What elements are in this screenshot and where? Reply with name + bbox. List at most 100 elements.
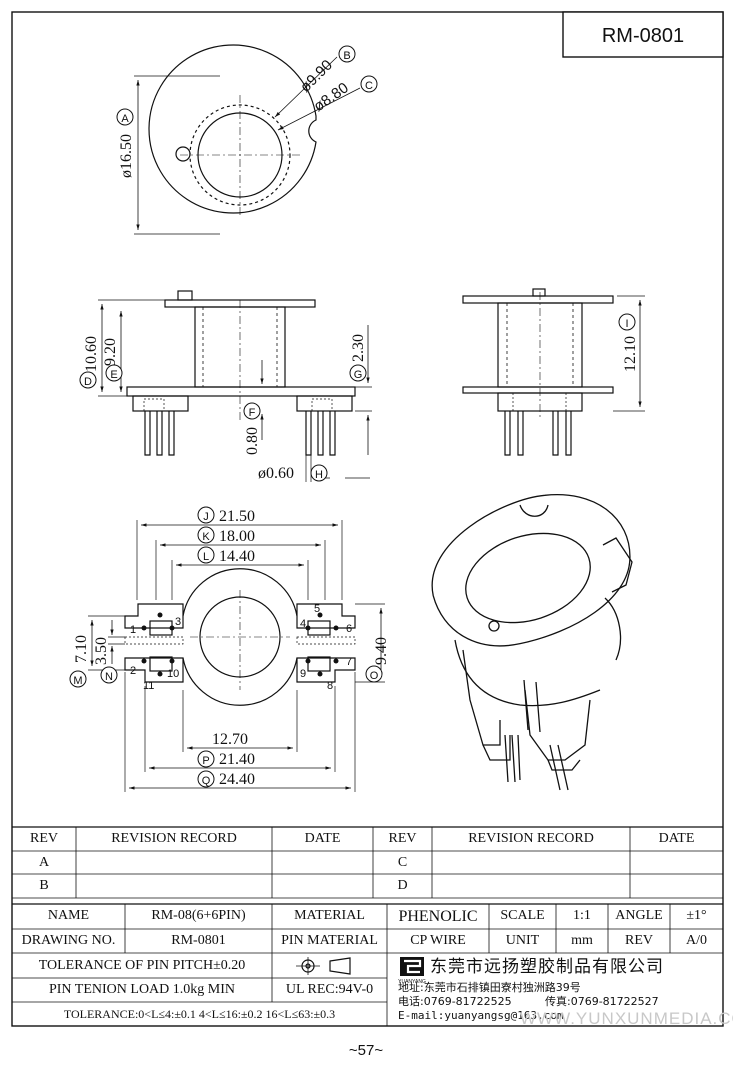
unit-label: UNIT [505,933,540,948]
pin-8: 8 [327,680,333,692]
pin-tension: PIN TENION LOAD 1.0kg MIN [48,982,235,997]
right-view-labels: 12.10 I [618,313,639,372]
top-view [134,44,361,235]
dim-o: 9.40 [373,637,390,665]
rev-row-b: B [39,878,49,893]
scale-value: 1:1 [573,908,591,923]
label-a: A [121,113,129,125]
drawing-no-label: DRAWING NO. [21,933,116,948]
label-l: L [203,551,209,563]
company-name: 东莞市远扬塑胶制品有限公司 [430,957,664,977]
label-n: N [105,671,113,683]
pin-10: 10 [167,668,179,680]
revision-record-header-2: REVISION RECORD [468,831,594,846]
sheet-border [11,11,724,1027]
label-k: K [202,531,210,543]
scale-label: SCALE [500,908,545,923]
flange-outline [148,44,317,214]
dim-m: 7.10 [73,635,90,663]
pin-numbers: 1 2 3 4 5 6 7 8 9 10 11 [130,603,352,692]
dim-j: 21.50 [219,508,255,525]
company-email: E-mail:yuanyangsg@163.com [398,1009,564,1022]
rev-row-a: A [38,855,50,870]
label-c: C [365,80,373,92]
name-label: NAME [47,908,90,923]
dim-g: 2.30 [350,334,367,362]
angle-label: ANGLE [615,908,663,923]
pin-material-value: CP WIRE [410,933,466,948]
page-number: ~57~ [348,1042,384,1059]
pin-6: 6 [346,623,352,635]
date-header-1: DATE [304,831,341,846]
pin-3: 3 [175,616,181,628]
front-view [98,290,372,482]
part-number: RM-0801 [602,25,684,47]
tolerance-pitch: TOLERANCE OF PIN PITCH±0.20 [38,958,246,973]
rev-row-c: C [397,855,408,870]
logo-text: YUANYANG [398,979,426,985]
title-block-grid [12,826,723,1026]
rev-header-1: REV [30,831,58,846]
material-value: PHENOLIC [398,908,478,925]
label-m: M [73,675,82,687]
pin-material-label: PIN MATERIAL [281,933,378,948]
label-d: D [84,376,92,388]
unit-value: mm [571,933,593,948]
polarity-hole [175,146,191,162]
dim-k: 18.00 [219,528,255,545]
company-address: 地址:东莞市石排镇田寮村独洲路39号 [398,981,581,994]
date-header-2: DATE [658,831,695,846]
dim-l: 14.40 [219,548,255,565]
dim-span: 12.70 [212,731,248,748]
label-h: H [315,469,323,481]
dim-i: 12.10 [622,336,639,372]
drawing-no-value: RM-0801 [171,933,226,948]
material-label: MATERIAL [294,908,365,923]
watermark: WWW.YUNXUNMEDIA.COM [520,1009,733,1028]
pin-2: 2 [130,665,136,677]
company-logo: YUANYANG [398,957,426,985]
pin-7: 7 [346,656,352,668]
label-i: I [625,318,628,330]
company-fax: 传真:0769-81722527 [545,995,659,1008]
rev-row-d: D [397,878,408,893]
label-o: O [370,670,379,682]
tolerance-ranges: TOLERANCE:0<L≤4:±0.1 4<L≤16:±0.2 16<L≤63… [63,1007,336,1021]
revision-record-header-1: REVISION RECORD [111,831,237,846]
label-f: F [249,407,256,419]
pin-4: 4 [300,618,306,630]
dim-outer-diameter: ø16.50 [118,134,135,178]
rev-value: A/0 [686,933,707,948]
pin-9: 9 [300,668,306,680]
rev-label: REV [625,933,653,948]
dim-d: 10.60 [83,336,100,372]
label-p: P [202,755,209,767]
label-b: B [343,50,350,62]
pin-5: 5 [314,603,320,615]
ul-rec: UL REC:94V-0 [285,982,374,997]
right-view [462,288,645,456]
bottom-view-labels: 21.50 J 18.00 K 14.40 L 12.70 21.40 P 24… [69,506,390,788]
dim-q: 24.40 [219,771,255,788]
label-e: E [110,369,117,381]
rev-header-2: REV [388,831,417,846]
top-view-labels: ø16.50 A ø9.90 B ø8.80 C [116,45,378,178]
isometric-view [431,493,633,791]
dim-h: ø0.60 [258,465,294,482]
label-j: J [203,511,209,523]
company-phone: 电话:0769-81722525 [398,995,512,1008]
label-q: Q [202,775,211,787]
front-view-labels: 10.60 9.20 D E 2.30 G 0.80 F ø0.60 H [79,334,367,482]
angle-value: ±1° [686,908,707,923]
bottom-view [88,520,385,792]
dim-n: 3.50 [93,637,110,665]
dim-e: 9.20 [102,338,119,366]
dim-f: 0.80 [244,427,261,455]
pin-1: 1 [130,624,136,636]
label-g: G [354,369,363,381]
pin-11: 11 [143,680,154,692]
name-value: RM-08(6+6PIN) [151,908,246,923]
part-number-box: RM-0801 [562,11,724,58]
dim-p: 21.40 [219,751,255,768]
